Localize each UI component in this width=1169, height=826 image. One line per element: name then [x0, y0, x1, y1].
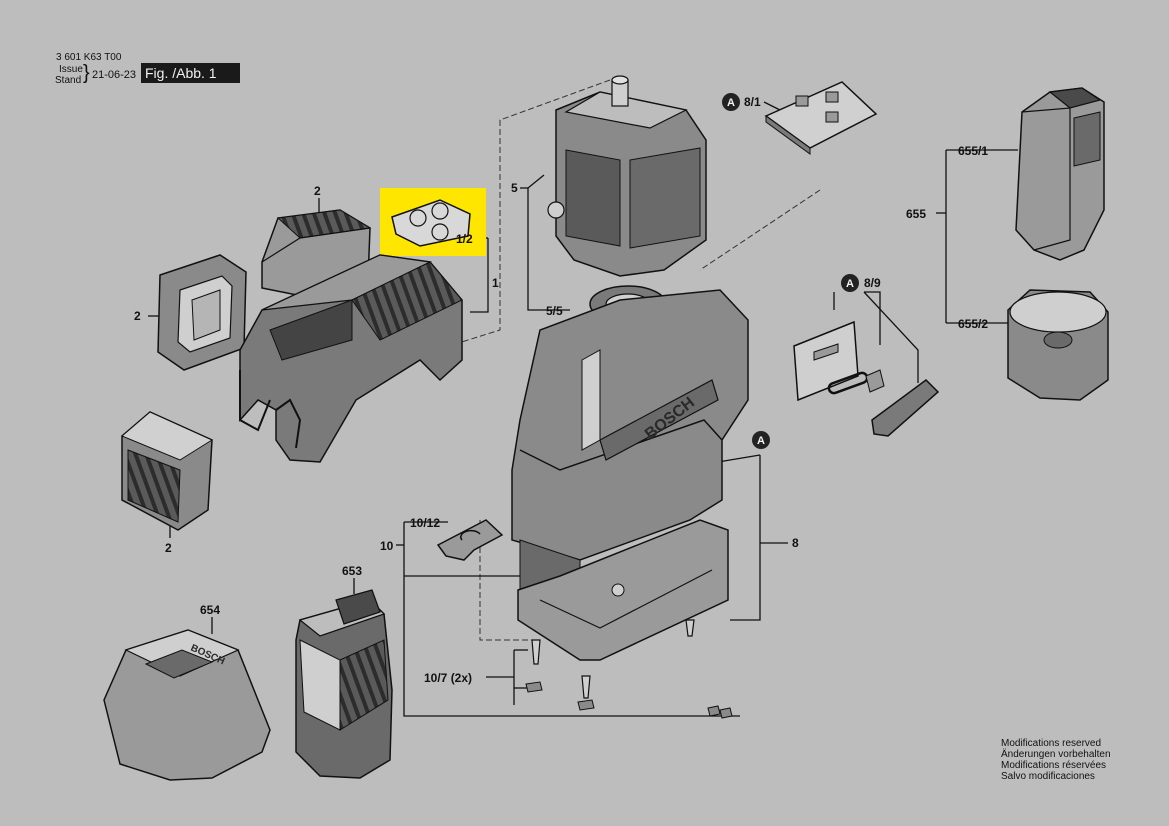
marker-a-bracket-text: A — [846, 278, 854, 290]
part-shell-top[interactable] — [1015, 87, 1105, 261]
callout-8: 8 — [792, 536, 799, 550]
callout-2-left: 2 — [134, 309, 141, 323]
part-battery[interactable] — [295, 589, 393, 779]
callout-8-1: 8/1 — [744, 95, 761, 109]
callout-10-7: 10/7 (2x) — [424, 671, 472, 685]
issue-date: 21-06-23 — [92, 69, 137, 81]
marker-a-bracket: A — [841, 274, 859, 292]
stand-label: Stand — [55, 75, 82, 86]
brace-symbol: } — [83, 62, 90, 84]
callout-10: 10 — [380, 539, 394, 553]
note-de: Änderungen vorbehalten — [1001, 749, 1111, 760]
leader-lines — [148, 101, 1018, 717]
part-shell-bottom[interactable] — [1007, 289, 1109, 401]
marker-a-body-text: A — [757, 435, 765, 447]
callout-655: 655 — [906, 207, 926, 221]
callout-5-5: 5/5 — [546, 304, 563, 318]
callout-654: 654 — [200, 603, 220, 617]
callout-1-2: 1/2 — [456, 232, 473, 246]
note-es: Salvo modificaciones — [1001, 771, 1095, 782]
callout-655-2: 655/2 — [958, 317, 988, 331]
callout-2-top: 2 — [314, 184, 321, 198]
callout-655-1: 655/1 — [958, 144, 988, 158]
part-pcb-board[interactable] — [764, 81, 878, 155]
part-clip[interactable] — [436, 519, 504, 561]
document-number: 3 601 K63 T00 — [56, 52, 122, 63]
callout-2-bottom: 2 — [165, 541, 172, 555]
part-screws[interactable] — [525, 619, 733, 719]
part-frame-left[interactable] — [157, 254, 247, 371]
callout-8-9: 8/9 — [864, 276, 881, 290]
note-en: Modifications reserved — [1001, 738, 1102, 749]
part-label-sheet[interactable] — [391, 199, 471, 247]
part-frame-bottom[interactable] — [121, 411, 214, 531]
callout-5: 5 — [511, 181, 518, 195]
marker-a-body: A — [752, 431, 770, 449]
issue-label: Issue — [59, 64, 83, 75]
part-bracket-assembly[interactable] — [793, 320, 940, 437]
marker-a-pcb-text: A — [727, 97, 735, 109]
marker-a-pcb: A — [722, 93, 740, 111]
part-charger[interactable] — [103, 629, 271, 781]
note-fr: Modifications réservées — [1001, 760, 1107, 771]
part-main-body[interactable] — [511, 289, 749, 661]
callout-10-12: 10/12 — [410, 516, 440, 530]
callout-653: 653 — [342, 564, 362, 578]
part-laser-module[interactable] — [547, 75, 707, 277]
part-housing-cover[interactable] — [239, 254, 463, 463]
figure-label: Fig. /Abb. 1 — [141, 63, 240, 83]
callout-1: 1 — [492, 276, 499, 290]
